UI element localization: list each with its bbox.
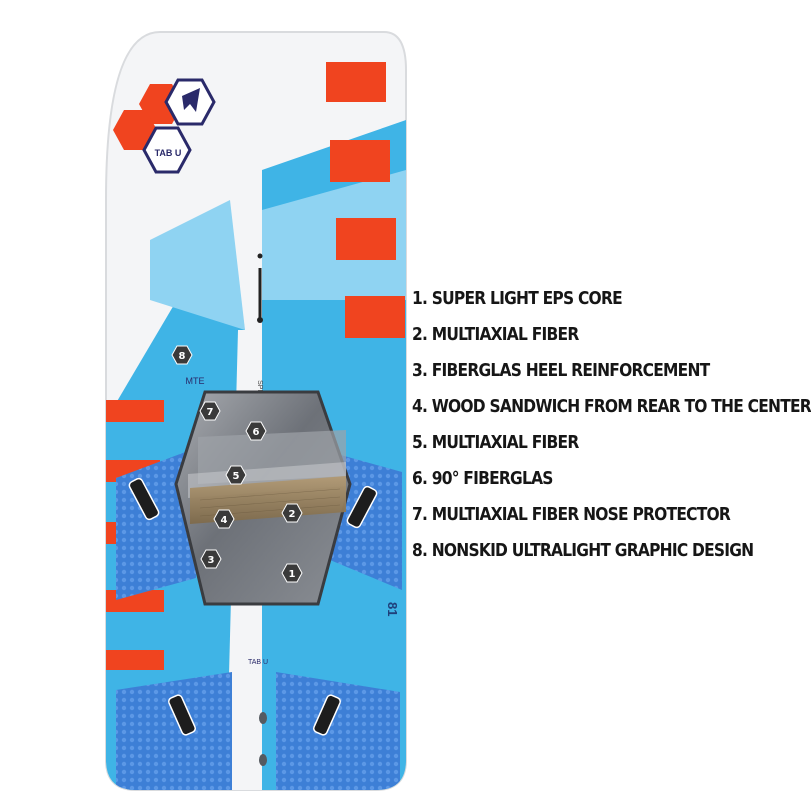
core-badge-1: 1 xyxy=(281,563,303,583)
strap-inserts xyxy=(128,477,378,736)
feature-item: 6. 90° FIBERGLAS xyxy=(412,468,553,489)
feature-item: 3. FIBERGLAS HEEL REINFORCEMENT xyxy=(412,360,710,381)
brand-logo xyxy=(113,78,216,174)
svg-text:6: 6 xyxy=(253,427,260,438)
nose-badge-8: 8 xyxy=(171,345,193,365)
core-badge-5: 5 xyxy=(225,465,247,485)
svg-text:2: 2 xyxy=(289,509,296,520)
feature-item: 8. NONSKID ULTRALIGHT GRAPHIC DESIGN xyxy=(412,540,754,561)
tail-logo: TAB U xyxy=(248,659,268,666)
mast-track xyxy=(257,253,263,323)
model-label: MTE xyxy=(186,376,205,386)
svg-text:5: 5 xyxy=(233,471,240,482)
core-badge-6: 6 xyxy=(245,421,267,441)
feature-list: 1. SUPER LIGHT EPS CORE 2. MULTIAXIAL FI… xyxy=(412,284,811,572)
logo-text: TAB U xyxy=(155,148,182,158)
blue-graphic-light-left xyxy=(150,200,245,330)
feature-item: 1. SUPER LIGHT EPS CORE xyxy=(412,288,623,309)
feature-item: 5. MULTIAXIAL FIBER xyxy=(412,432,579,453)
svg-text:7: 7 xyxy=(207,407,214,418)
svg-text:3: 3 xyxy=(208,555,215,566)
volume-label: 81 xyxy=(385,602,400,616)
orange-stripes xyxy=(106,62,405,670)
core-badge-7: 7 xyxy=(199,401,221,421)
feature-item: 2. MULTIAXIAL FIBER xyxy=(412,324,579,345)
feature-item: 4. WOOD SANDWICH FROM REAR TO THE CENTER xyxy=(412,396,811,417)
core-badges: 7 6 5 4 2 3 1 xyxy=(171,345,303,583)
svg-text:8: 8 xyxy=(179,351,186,362)
rear-foot-pads xyxy=(116,672,400,790)
core-badge-2: 2 xyxy=(281,503,303,523)
blue-graphic-light xyxy=(262,170,406,300)
svg-text:1: 1 xyxy=(289,569,296,580)
feature-item: 7. MULTIAXIAL FIBER NOSE PROTECTOR xyxy=(412,504,731,525)
core-construction-detail xyxy=(174,390,352,606)
mast-screws xyxy=(259,712,267,766)
core-badge-3: 3 xyxy=(200,549,222,569)
svg-text:4: 4 xyxy=(221,515,228,526)
core-badge-4: 4 xyxy=(213,509,235,529)
